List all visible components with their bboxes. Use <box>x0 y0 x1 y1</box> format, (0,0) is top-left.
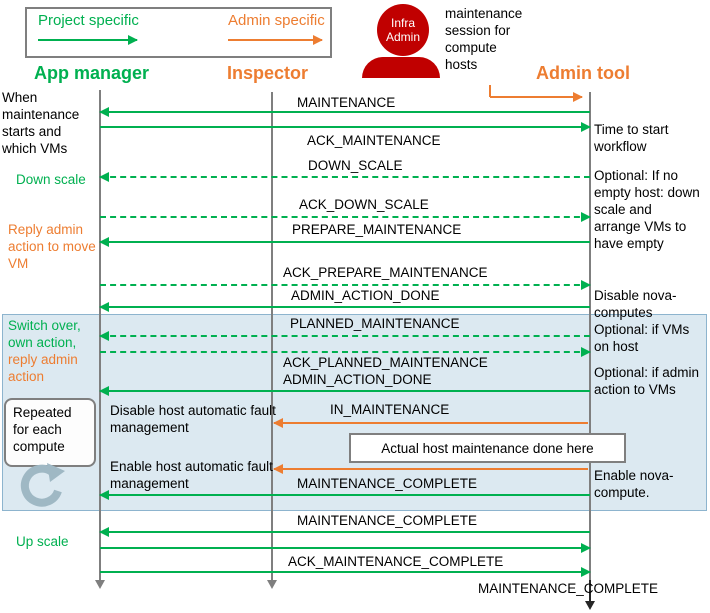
label-maintenance: MAINTENANCE <box>297 95 396 110</box>
note-enable-fault-mgmt: Enable host automatic fault management <box>110 459 273 491</box>
note-switch-over: Switch over, own action, reply admin act… <box>8 317 102 385</box>
arrow-ack-maintenance <box>100 122 591 132</box>
note-optional-no-empty: Optional: If no empty host: down scale a… <box>594 168 700 251</box>
note-switch-over-orange: reply admin action <box>8 352 78 384</box>
lifeline-header-app-manager: App manager <box>34 63 150 83</box>
label-ack-planned-maintenance: ACK_PLANNED_MAINTENANCE <box>283 355 488 370</box>
note-optional-admin: Optional: if admin action to VMs <box>594 365 700 397</box>
arrow-maintenance-complete <box>99 527 590 537</box>
infra-admin-avatar: Infra Admin <box>377 4 429 56</box>
arrow-ack-prepare-maintenance <box>100 280 591 290</box>
arrow-maintenance-complete-host <box>99 490 590 500</box>
note-optional-vms: Optional: if VMs on host <box>594 322 690 354</box>
repeated-box: Repeated for each compute <box>4 398 96 467</box>
arrow-ack-maintenance-complete <box>100 567 591 577</box>
arrow-planned-maintenance <box>99 331 590 341</box>
label-maintenance-complete-host: MAINTENANCE_COMPLETE <box>297 476 478 491</box>
label-admin-action-done: ADMIN_ACTION_DONE <box>291 288 440 303</box>
note-when-maintenance: When maintenance starts and which VMs <box>2 90 80 156</box>
session-caption: maintenance session for compute hosts <box>445 6 523 72</box>
legend-admin-label: Admin specific <box>228 12 325 29</box>
note-up-scale: Up scale <box>16 534 69 549</box>
avatar-label-line2: Admin <box>385 30 420 44</box>
legend-project-label: Project specific <box>38 12 139 29</box>
note-time-to-start: Time to start workflow <box>594 122 669 154</box>
arrow-ack-down-scale <box>100 212 591 222</box>
note-switch-over-green: Switch over, own action, <box>8 318 81 350</box>
lifeline-admin-tool <box>589 92 591 580</box>
note-enable-nova: Enable nova-compute. <box>594 468 674 500</box>
note-reply-admin: Reply admin action to move VM <box>8 222 96 271</box>
label-maintenance-complete: MAINTENANCE_COMPLETE <box>297 513 478 528</box>
repeat-loop-icon <box>20 463 65 507</box>
note-disable-nova: Disable nova-computes <box>594 288 677 320</box>
arrow-ack-planned-maintenance <box>100 347 591 357</box>
arrow-down-scale <box>99 172 590 182</box>
label-ack-prepare-maintenance: ACK_PREPARE_MAINTENANCE <box>283 265 488 280</box>
session-connector-stub <box>489 85 491 97</box>
lifeline-admin-tool-end-arrow <box>585 580 595 610</box>
session-start-arrow <box>490 92 583 102</box>
arrow-up-scale-response <box>100 543 591 553</box>
lifeline-header-admin-tool: Admin tool <box>536 63 630 83</box>
legend-admin-arrow <box>228 35 323 45</box>
label-admin-action-done-2: ADMIN_ACTION_DONE <box>283 372 432 387</box>
label-in-maintenance: IN_MAINTENANCE <box>330 402 450 417</box>
arrow-admin-action-done-2 <box>99 386 590 396</box>
label-prepare-maintenance: PREPARE_MAINTENANCE <box>292 222 462 237</box>
label-ack-maintenance: ACK_MAINTENANCE <box>307 133 441 148</box>
infra-admin-body <box>362 57 440 78</box>
arrow-admin-action-done <box>99 302 590 312</box>
arrow-maintenance-complete-inspector <box>273 464 588 474</box>
lifeline-header-inspector: Inspector <box>227 63 309 83</box>
label-planned-maintenance: PLANNED_MAINTENANCE <box>290 316 460 331</box>
label-ack-down-scale: ACK_DOWN_SCALE <box>299 197 429 212</box>
arrow-maintenance <box>99 107 590 117</box>
label-maintenance-complete-final: MAINTENANCE_COMPLETE <box>478 581 659 596</box>
arrow-in-maintenance <box>273 418 588 428</box>
label-down-scale: DOWN_SCALE <box>308 158 403 173</box>
legend-project-arrow <box>38 35 138 45</box>
note-down-scale: Down scale <box>16 172 86 187</box>
label-ack-maintenance-complete: ACK_MAINTENANCE_COMPLETE <box>288 554 504 569</box>
legend-box <box>25 7 332 58</box>
note-disable-fault-mgmt: Disable host automatic fault management <box>110 403 276 435</box>
actual-maintenance-box: Actual host maintenance done here <box>349 433 626 463</box>
avatar-label-line1: Infra <box>390 16 415 30</box>
arrow-prepare-maintenance <box>99 237 590 247</box>
